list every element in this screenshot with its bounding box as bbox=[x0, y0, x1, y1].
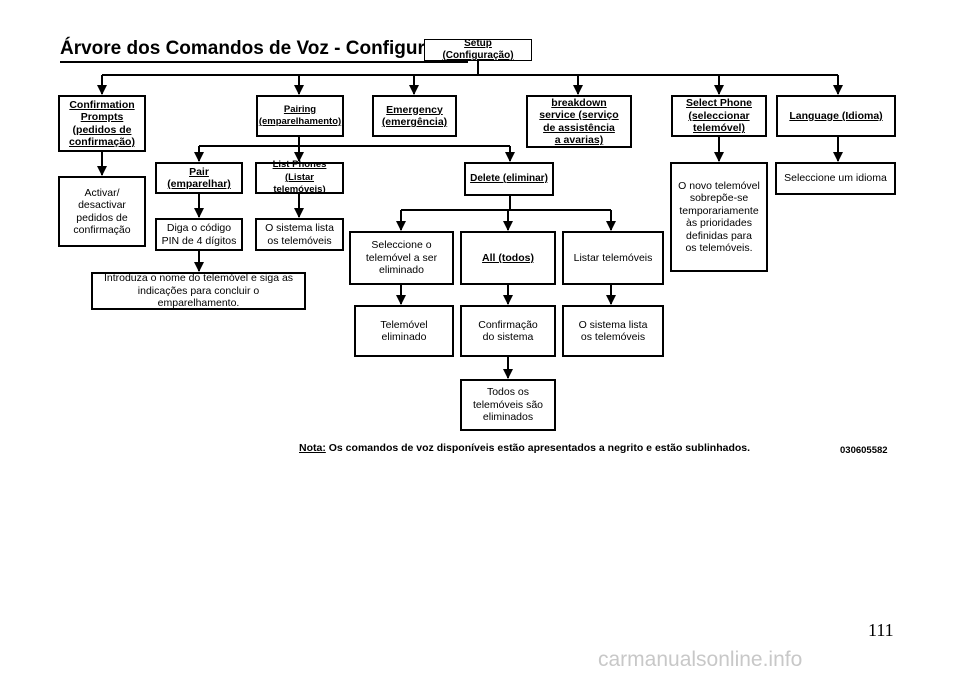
select-language-node: Seleccione um idioma bbox=[775, 162, 896, 195]
watermark: carmanualsonline.info bbox=[598, 648, 803, 671]
all-phones-deleted-node: Todos os telemóveis são eliminados bbox=[460, 379, 556, 431]
note-text: Nota: Os comandos de voz disponíveis est… bbox=[299, 442, 750, 454]
note-body: Os comandos de voz disponíveis estão apr… bbox=[325, 442, 751, 454]
enter-phone-name-node: Introduza o nome do telemóvel e siga as … bbox=[91, 272, 306, 310]
pairing-node: Pairing (emparelhamento) bbox=[256, 95, 344, 137]
figure-code: 030605582 bbox=[840, 445, 888, 456]
confirmation-prompts-node: Confirmation Prompts (pedidos de confirm… bbox=[58, 95, 146, 152]
note-label: Nota: bbox=[299, 442, 326, 454]
phone-deleted-node: Telemóvel eliminado bbox=[354, 305, 454, 357]
system-lists-phones-node: O sistema lista os telemóveis bbox=[255, 218, 344, 251]
system-lists-phones-2-node: O sistema lista os telemóveis bbox=[562, 305, 664, 357]
select-phone-to-delete-node: Seleccione o telemóvel a ser eliminado bbox=[349, 231, 454, 285]
delete-node: Delete (eliminar) bbox=[464, 162, 554, 196]
activate-confirmation-node: Activar/ desactivar pedidos de confirmaç… bbox=[58, 176, 146, 247]
pin-code-node: Diga o código PIN de 4 dígitos bbox=[155, 218, 243, 251]
emergency-node: Emergency (emergência) bbox=[372, 95, 457, 137]
setup-node: Setup (Configuração) bbox=[424, 38, 532, 61]
page-title: Árvore dos Comandos de Voz - Configuraçã… bbox=[60, 38, 469, 63]
list-phones-node: List Phones (Listar telemóveis) bbox=[255, 159, 344, 195]
page-number: 111 bbox=[868, 620, 894, 640]
pair-node: Pair (emparelhar) bbox=[155, 162, 243, 194]
select-phone-node: Select Phone (seleccionar telemóvel) bbox=[671, 95, 767, 137]
language-node: Language (Idioma) bbox=[776, 95, 896, 137]
breakdown-service-node: breakdown service (serviço de assistênci… bbox=[526, 95, 632, 148]
list-phones-pt-node: Listar telemóveis bbox=[562, 231, 664, 285]
system-confirmation-node: Confirmação do sistema bbox=[460, 305, 556, 357]
all-node: All (todos) bbox=[460, 231, 556, 285]
new-phone-info-node: O novo telemóvel sobrepõe-se temporariam… bbox=[670, 162, 768, 272]
